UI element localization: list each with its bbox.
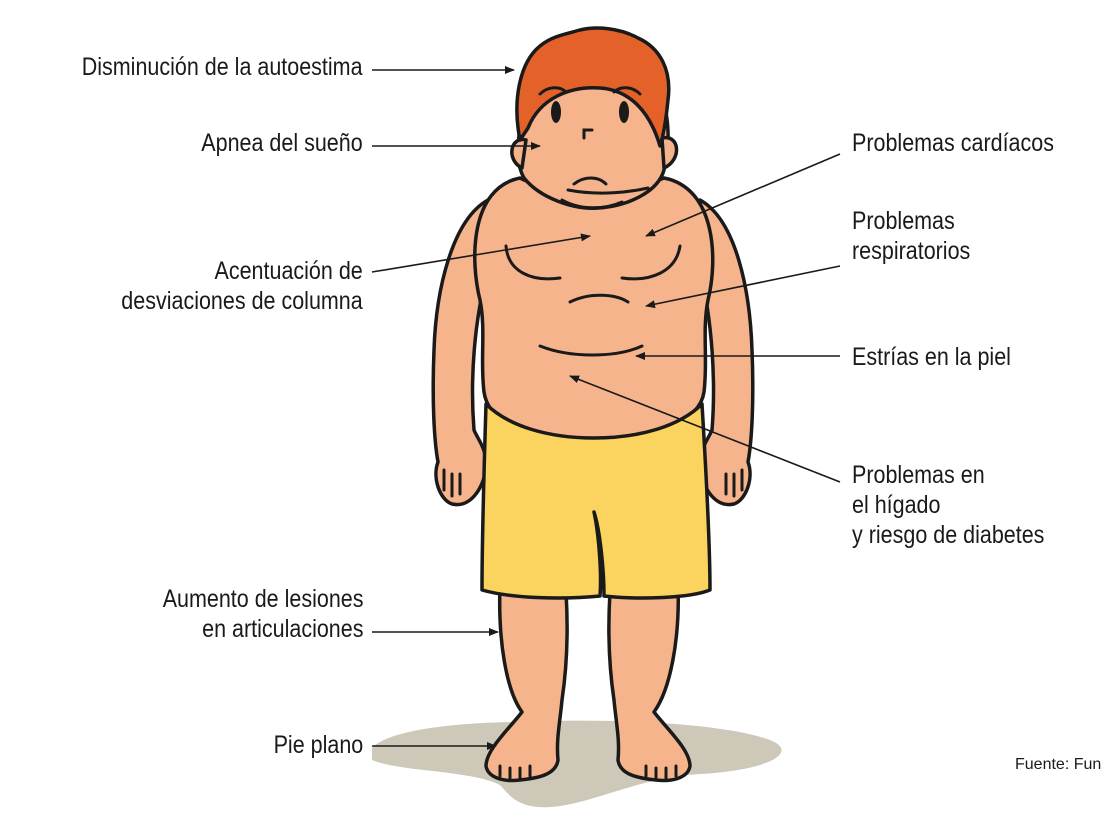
label-apnea: Apnea del sueño [202, 128, 363, 158]
source-note: Fuente: Fun [1015, 756, 1101, 774]
left-leg [486, 585, 567, 780]
right-leg [609, 585, 690, 780]
left-eye [551, 101, 561, 123]
label-estrias: Estrías en la piel [852, 342, 1011, 372]
floor-shadow [372, 721, 782, 808]
torso [475, 178, 713, 440]
label-columna: Acentuación de desviaciones de columna [122, 256, 363, 316]
label-respiratorios: Problemas respiratorios [852, 206, 970, 266]
label-cardiacos: Problemas cardíacos [852, 128, 1054, 158]
label-higado: Problemas en el hígado y riesgo de diabe… [852, 460, 1044, 550]
right-ear [662, 138, 677, 168]
label-pie-plano: Pie plano [273, 730, 363, 760]
label-autoestima: Disminución de la autoestima [82, 52, 363, 82]
right-eye [619, 101, 629, 123]
left-ear [512, 140, 526, 168]
label-articulaciones: Aumento de lesiones en articulaciones [162, 584, 363, 644]
